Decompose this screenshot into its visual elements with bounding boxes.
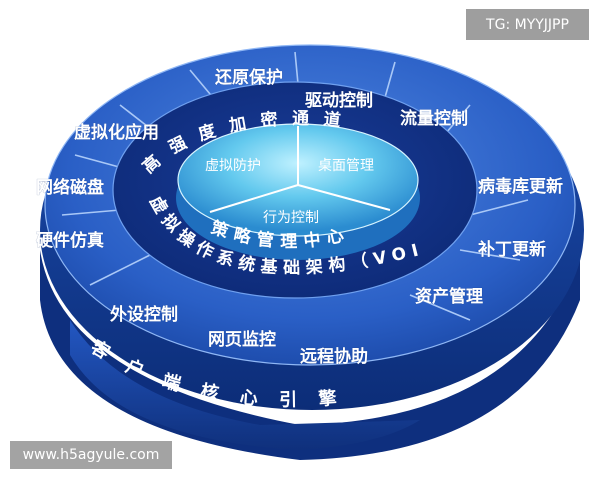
base-front [70,320,420,450]
label-network-disk: 网络磁盘 [36,177,104,198]
label-virus-db-update: 病毒库更新 [478,176,563,197]
label-patch-update: 补丁更新 [477,239,546,260]
label-hardware-emulation: 硬件仿真 [36,230,104,251]
label-asset-management: 资产管理 [415,286,483,307]
watermark-bottom: www.h5agyule.com [10,441,172,469]
label-traffic-control: 流量控制 [400,108,468,129]
label-driver-control: 驱动控制 [305,90,373,111]
label-remote-assist: 远程协助 [300,346,368,367]
watermark-top: TG: MYYJJPP [466,9,589,40]
label-restore-protection: 还原保护 [214,67,283,88]
core-virtual-protection: 虚拟防护 [205,158,261,174]
label-virtual-app: 虚拟化应用 [74,122,159,143]
core-behavior-control: 行为控制 [263,210,319,226]
label-web-monitor: 网页监控 [208,329,276,350]
core-desktop-management: 桌面管理 [318,158,374,174]
label-peripheral-control: 外设控制 [110,304,178,325]
core-dividers [209,126,391,213]
